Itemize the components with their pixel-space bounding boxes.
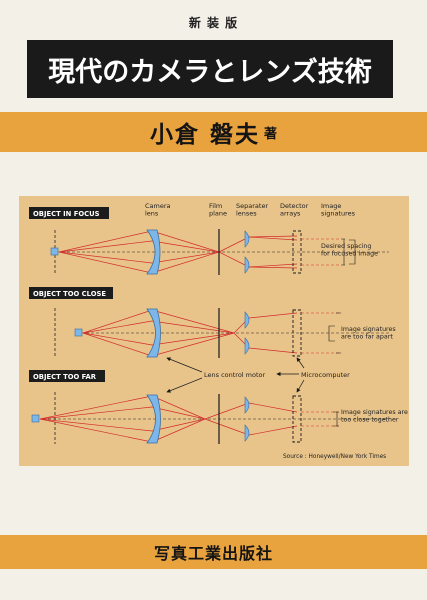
separator-lens-bottom (244, 256, 250, 274)
book-title: 現代のカメラとレンズ技術 (48, 56, 372, 88)
object-square (31, 414, 40, 423)
detector-array (292, 309, 302, 357)
panel-label-box (29, 287, 113, 299)
separator-lens-bottom (244, 337, 250, 355)
panel-in-focus: OBJECT IN FOCUS (29, 207, 389, 275)
lens-control-motor-label: Lens control motor (204, 371, 266, 379)
object-square (50, 247, 59, 256)
panel-too-close: OBJECT TOO CLOSE (29, 287, 396, 358)
microcomputer-label: Microcomputer (301, 371, 350, 379)
author-name: 小倉 磐夫 (149, 122, 260, 148)
panel-too-far: OBJECT TOO FAR (29, 370, 408, 444)
camera-lens (146, 394, 161, 444)
separator-lens-top (244, 396, 250, 414)
separator-lens-bottom (244, 424, 250, 442)
panel-label-box (29, 207, 109, 219)
panel-label: OBJECT TOO CLOSE (33, 290, 106, 298)
publisher-band: 写真工業出版社 (0, 535, 427, 569)
panel-label: OBJECT IN FOCUS (33, 210, 100, 218)
author-band: 小倉 磐夫 著 (0, 112, 427, 152)
camera-lens (146, 308, 161, 358)
title-bar: 現代のカメラとレンズ技術 (27, 40, 393, 98)
source-credit: Source : Honeywell/New York Times (283, 454, 386, 460)
edition-label: 新 装 版 (188, 16, 239, 30)
camera-lens (146, 229, 161, 275)
separator-lens-top (244, 311, 250, 329)
separator-lens-top (244, 230, 250, 248)
panel-label: OBJECT TOO FAR (33, 373, 97, 381)
object-square (74, 328, 83, 337)
detector-array (292, 395, 302, 443)
author-suffix: 著 (264, 127, 278, 142)
publisher-name: 写真工業出版社 (153, 544, 273, 563)
panel-label-box (29, 370, 105, 382)
